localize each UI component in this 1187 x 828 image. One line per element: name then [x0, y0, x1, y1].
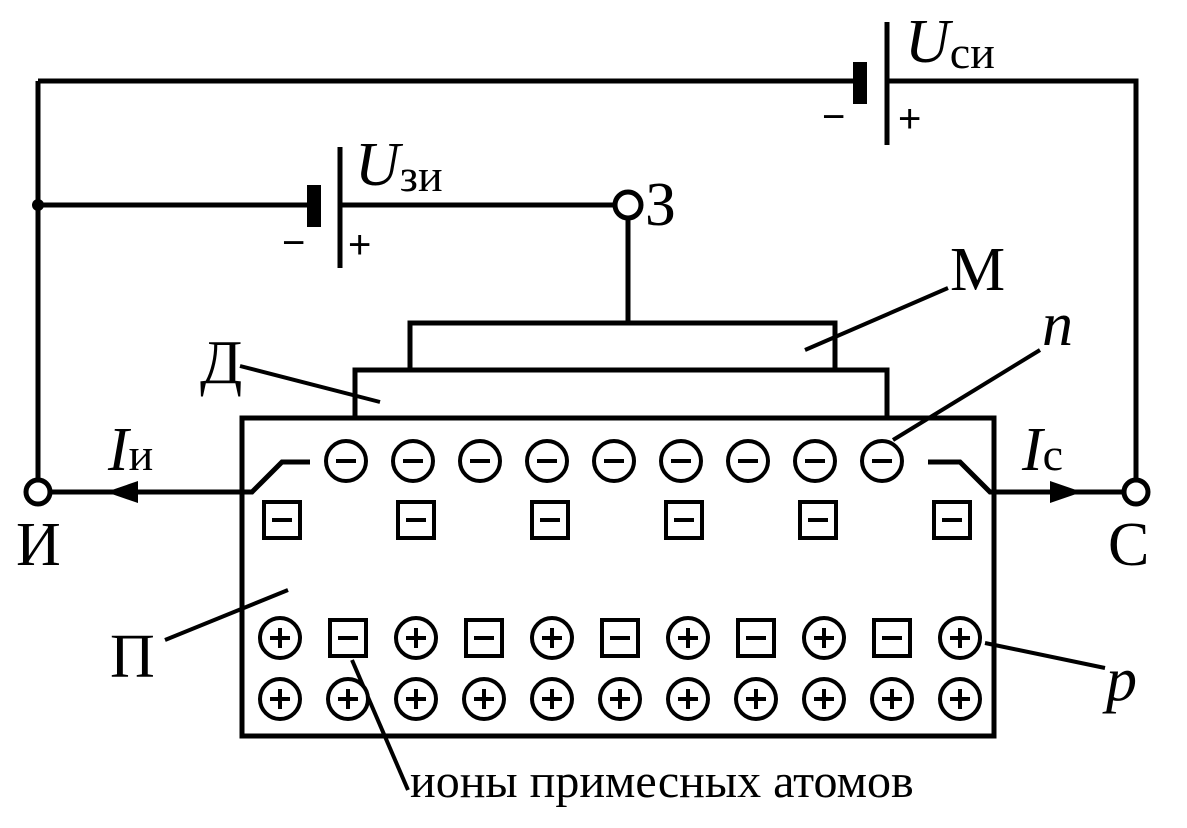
label-impurity-ions: ионы примесных атомов — [410, 755, 914, 808]
p-ion-row-2 — [258, 677, 982, 721]
negative-ion — [396, 500, 436, 540]
source-current-lead — [52, 459, 310, 495]
label-uzi-minus: − — [282, 221, 305, 265]
negative-ion — [530, 500, 570, 540]
negative-ion — [798, 500, 838, 540]
electron — [324, 439, 368, 483]
label-usi-plus: + — [898, 97, 921, 141]
label-gate: З — [645, 171, 676, 239]
hole — [666, 616, 710, 660]
electron — [525, 439, 569, 483]
source-terminal[interactable] — [23, 477, 53, 507]
hole — [666, 677, 710, 721]
drain-current-arrow — [1050, 481, 1082, 503]
pointer-impurity-ions — [350, 659, 410, 791]
hole — [530, 677, 574, 721]
electron — [391, 439, 435, 483]
label-source: И — [16, 511, 61, 579]
acceptor-ion — [872, 618, 912, 658]
acceptor-ion — [736, 618, 776, 658]
pointer-dielectric — [239, 364, 381, 404]
hole — [530, 616, 574, 660]
electron — [659, 439, 703, 483]
gate-terminal[interactable] — [612, 189, 644, 221]
label-metal: М — [950, 236, 1005, 304]
pointer-n-region — [891, 348, 1042, 442]
label-substrate: П — [110, 623, 155, 691]
drain-terminal[interactable] — [1121, 477, 1151, 507]
electron — [458, 439, 502, 483]
source-current-arrow — [106, 481, 138, 503]
label-i-drain: Iс — [1021, 416, 1063, 484]
channel-ion-row — [262, 500, 972, 540]
negative-ion — [262, 500, 302, 540]
label-drain: С — [1108, 511, 1149, 579]
electron — [592, 439, 636, 483]
pointer-metal — [804, 286, 949, 352]
label-usi: Uси — [905, 8, 995, 78]
electron — [793, 439, 837, 483]
hole — [938, 677, 982, 721]
hole — [462, 677, 506, 721]
hole — [802, 616, 846, 660]
substrate — [239, 415, 997, 739]
wire-source-drain — [38, 78, 1139, 478]
label-i-source: Iи — [107, 416, 153, 484]
negative-ion — [932, 500, 972, 540]
dielectric-layer — [352, 367, 890, 421]
hole — [734, 677, 778, 721]
acceptor-ion — [464, 618, 504, 658]
label-p: p — [1102, 646, 1137, 714]
hole — [938, 616, 982, 660]
acceptor-ion — [600, 618, 640, 658]
pointer-substrate — [164, 588, 289, 642]
hole — [598, 677, 642, 721]
junction-dot — [32, 199, 44, 211]
hole — [394, 616, 438, 660]
hole — [870, 677, 914, 721]
label-uzi-plus: + — [348, 223, 371, 267]
label-usi-minus: − — [822, 95, 845, 139]
hole — [394, 677, 438, 721]
label-n: n — [1042, 291, 1073, 359]
hole — [802, 677, 846, 721]
label-uzi: Uзи — [355, 131, 443, 201]
electron — [726, 439, 770, 483]
hole — [258, 616, 302, 660]
hole — [326, 677, 370, 721]
metal-layer — [407, 320, 838, 373]
electron — [860, 439, 904, 483]
negative-ion — [664, 500, 704, 540]
p-ion-row-1 — [258, 616, 982, 660]
acceptor-ion — [328, 618, 368, 658]
hole — [258, 677, 302, 721]
pointer-p-region — [984, 641, 1106, 670]
label-dielectric: Д — [200, 329, 242, 397]
electron-row — [324, 439, 904, 483]
